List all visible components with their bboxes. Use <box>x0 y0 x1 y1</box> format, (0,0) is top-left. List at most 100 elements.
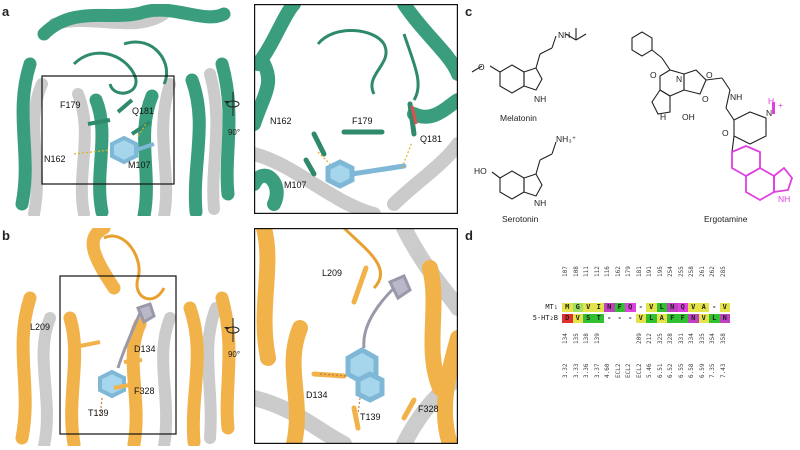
panel-letter-d: d <box>465 228 473 243</box>
residue-number: 138 <box>583 333 590 345</box>
label-a-right-n162: N162 <box>270 116 292 126</box>
residue-number: 3.33 <box>572 363 580 379</box>
residue-number <box>604 325 615 353</box>
residue-cell: N <box>688 313 699 323</box>
residue-cell: V <box>688 302 699 312</box>
residue-number: 108 <box>572 266 580 278</box>
residue-cell: G <box>572 302 583 312</box>
atom-ergotamine-h2: H <box>768 96 775 106</box>
atom-ergotamine-nh-indole: NH <box>778 194 791 204</box>
residue-cell: F <box>614 302 625 312</box>
atom-serotonin-nh3: NH₃⁺ <box>556 134 577 144</box>
label-b-right-t139: T139 <box>360 412 381 422</box>
label-b-right-f328: F328 <box>418 404 439 414</box>
label-b-right-d134: D134 <box>306 390 328 400</box>
residue-cell: A <box>698 302 709 312</box>
residue-number: 254 <box>667 266 674 278</box>
alignment-name-mt1: MT₁ <box>545 303 558 311</box>
residue-number: 3.36 <box>583 363 590 379</box>
residue-number: 262 <box>709 266 716 278</box>
label-a-right-m107: M107 <box>284 180 307 190</box>
atom-melatonin-o: O <box>478 62 485 72</box>
residue-number: 6.55 <box>677 363 685 379</box>
label-a-left-f179: F179 <box>60 100 81 110</box>
residue-number: 328 <box>667 333 674 345</box>
residue-number: 135 <box>572 333 580 345</box>
panel-letter-c: c <box>465 4 473 19</box>
residue-number: 111 <box>583 266 590 278</box>
atom-ergotamine-n1: N <box>676 74 683 84</box>
label-b-right-l209: L209 <box>322 268 343 278</box>
residue-cell: S <box>583 313 594 323</box>
rotation-label-b: 90° <box>227 350 241 359</box>
atom-serotonin-nh-ring: NH <box>534 198 547 208</box>
residue-number: 261 <box>698 266 706 278</box>
residue-cell: - <box>709 302 720 312</box>
residue-number: ECL2 <box>625 363 632 379</box>
melatonin-name: Melatonin <box>500 113 537 123</box>
residue-number: 334 <box>688 333 695 345</box>
residue-cell: V <box>583 302 594 312</box>
residue-number: 7.43 <box>719 363 727 379</box>
residue-number: ECL2 <box>614 363 622 379</box>
rotate-icon-a <box>224 92 240 116</box>
atom-melatonin-nh-ring: NH <box>534 94 547 104</box>
label-a-right-q181: Q181 <box>420 134 443 144</box>
residue-cell: L <box>656 302 667 312</box>
residue-number <box>615 325 626 353</box>
residue-number: 354 <box>709 333 716 345</box>
atom-ergotamine-plus: + <box>778 100 783 110</box>
residue-cell: M <box>562 302 573 312</box>
residue-number: 6.52 <box>667 363 674 379</box>
residue-number: 195 <box>656 266 664 278</box>
residue-number: 335 <box>698 333 706 345</box>
residue-cell: V <box>646 302 657 312</box>
residue-cell: T <box>593 313 604 323</box>
residue-cell: Q <box>625 302 636 312</box>
panel-a-zoom-structure <box>254 4 458 214</box>
atom-ergotamine-oh: OH <box>682 112 695 122</box>
residue-number <box>625 325 636 353</box>
residue-cell: - <box>625 313 636 323</box>
residue-number: 7.35 <box>709 363 716 379</box>
residue-cell: F <box>667 313 678 323</box>
residue-number: 5.46 <box>646 363 653 379</box>
atom-ergotamine-o2: O <box>706 70 713 80</box>
rotate-icon-b <box>224 318 240 342</box>
atom-serotonin-ho: HO <box>474 166 487 176</box>
label-a-left-n162: N162 <box>44 154 66 164</box>
residue-cell: V <box>635 313 646 323</box>
residue-number: 6.59 <box>698 363 706 379</box>
atom-melatonin-nh-amide: NH <box>558 30 571 40</box>
residue-cell: F <box>677 313 688 323</box>
atom-ergotamine-o3: O <box>702 94 709 104</box>
residue-cell: - <box>604 313 615 323</box>
label-b-left-t139: T139 <box>88 408 109 418</box>
residue-cell: N <box>604 302 615 312</box>
residue-number: 6.51 <box>656 363 664 379</box>
residue-number: 116 <box>604 266 611 278</box>
serotonin-name: Serotonin <box>502 214 539 224</box>
atom-ergotamine-o4: O <box>722 128 729 138</box>
atom-ergotamine-n2: N <box>766 108 773 118</box>
residue-number: 107 <box>562 266 569 278</box>
label-b-left-f328: F328 <box>134 386 155 396</box>
residue-number: ECL2 <box>635 363 643 379</box>
label-b-left-d134: D134 <box>134 344 156 354</box>
residue-number: 179 <box>625 266 632 278</box>
residue-cell: N <box>719 313 730 323</box>
residue-number: 285 <box>719 266 727 278</box>
residue-cell: Q <box>677 302 688 312</box>
panel-b-zoom-structure <box>254 228 458 444</box>
residue-number: 358 <box>719 333 727 345</box>
residue-number: 139 <box>593 333 601 345</box>
atom-ergotamine-o1: O <box>650 70 657 80</box>
residue-number: 6.58 <box>688 363 695 379</box>
residue-number: 3.37 <box>593 363 601 379</box>
residue-number: 3.32 <box>562 363 569 379</box>
residue-number: 4.60 <box>604 363 611 379</box>
residue-number: 258 <box>688 266 695 278</box>
residue-number: 181 <box>635 266 643 278</box>
